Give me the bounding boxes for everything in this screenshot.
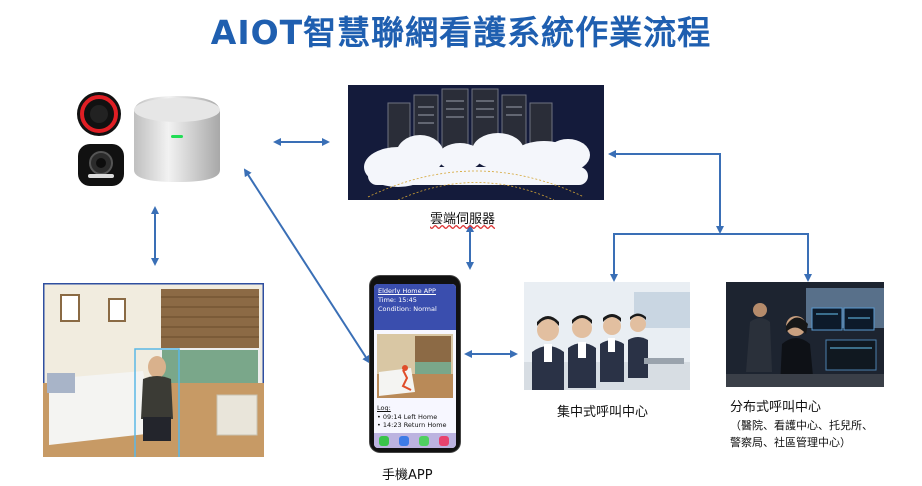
iot-devices-image bbox=[77, 92, 220, 186]
browser-app-icon[interactable] bbox=[399, 436, 409, 446]
central-call-center-label: 集中式呼叫中心 bbox=[557, 405, 649, 420]
message-app-icon[interactable] bbox=[419, 436, 429, 446]
app-room-thumbnail bbox=[377, 334, 453, 398]
app-header: Elderly Home APP Time: 15:45 Condition: … bbox=[374, 284, 456, 330]
phone-app-icon[interactable] bbox=[379, 436, 389, 446]
distributed-call-center-image bbox=[726, 282, 884, 387]
app-log-title: Log: bbox=[377, 404, 391, 412]
app-log: Log: • 09:14 Left Home • 14:23 Return Ho… bbox=[374, 402, 456, 432]
log-entry: • 14:23 Return Home bbox=[377, 421, 447, 429]
app-time: Time: 15:45 bbox=[378, 296, 417, 304]
arrow-device-phone bbox=[243, 168, 371, 364]
arrow-cloud-callcenters bbox=[608, 150, 721, 224]
music-app-icon[interactable] bbox=[439, 436, 449, 446]
arrow-branch bbox=[610, 233, 812, 282]
distributed-sublabel-line2: 警察局、社區管理中心） bbox=[730, 436, 851, 449]
app-title: Elderly Home APP bbox=[378, 287, 436, 295]
distributed-sublabel-line1: （醫院、看護中心、托兒所、 bbox=[730, 419, 873, 432]
diagram-title: AIOT智慧聯網看護系統作業流程 bbox=[210, 13, 712, 52]
phone-screen: Elderly Home APP Time: 15:45 Condition: … bbox=[374, 284, 456, 448]
distributed-call-center-label: 分布式呼叫中心 bbox=[730, 400, 822, 415]
cloud-server-label: 雲端伺服器 bbox=[430, 212, 496, 227]
app-dock bbox=[374, 433, 456, 448]
cloud-server-image bbox=[348, 85, 604, 200]
phone-app-label: 手機APP bbox=[382, 468, 433, 483]
log-entry: • 09:14 Left Home bbox=[377, 412, 438, 421]
app-condition: Condition: Normal bbox=[378, 305, 437, 313]
bedroom-camera-view bbox=[43, 283, 264, 457]
central-call-center-image bbox=[524, 282, 690, 390]
